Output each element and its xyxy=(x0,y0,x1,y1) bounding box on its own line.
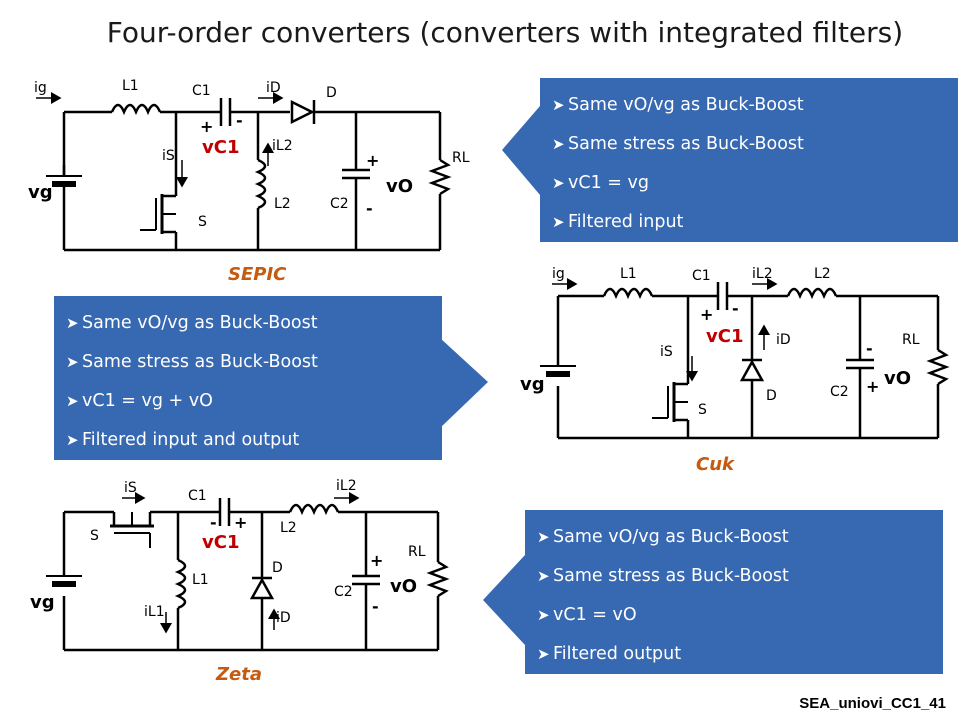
cuk-vo-label: vO xyxy=(884,368,911,389)
sepic-bullet-2: ➤Same stress as Buck-Boost xyxy=(552,125,948,164)
zeta-c2-label: C2 xyxy=(334,584,353,600)
cuk-bullet-3: ➤vC1 = vg + vO xyxy=(66,382,432,421)
bullet-arrow-icon: ➤ xyxy=(66,431,79,449)
cuk-l2-label: L2 xyxy=(814,266,831,282)
zeta-minus: - xyxy=(210,513,217,532)
zeta-plus: + xyxy=(234,513,247,532)
bullet-arrow-icon: ➤ xyxy=(537,645,550,663)
cuk-vg-label: vg xyxy=(520,374,545,395)
zeta-rl-label: RL xyxy=(408,544,426,560)
cuk-name: Cuk xyxy=(696,454,735,475)
bullet-arrow-icon: ➤ xyxy=(66,353,79,371)
sepic-d-label: D xyxy=(326,85,337,101)
bullet-arrow-icon: ➤ xyxy=(66,392,79,410)
zeta-il2-label: iL2 xyxy=(336,478,357,494)
sepic-info-box: ➤Same vO/vg as Buck-Boost ➤Same stress a… xyxy=(540,78,958,242)
cuk-s-label: S xyxy=(698,402,707,418)
zeta-bullet-2: ➤Same stress as Buck-Boost xyxy=(537,557,933,596)
zeta-c2-minus: - xyxy=(372,597,379,616)
sepic-is-label: iS xyxy=(162,148,175,164)
sepic-l2-label: L2 xyxy=(274,196,291,212)
cuk-c1-label: C1 xyxy=(692,268,711,284)
cuk-c2-minus: - xyxy=(866,339,873,358)
sepic-c2-minus: - xyxy=(366,199,373,218)
sepic-current-arrows xyxy=(36,92,284,188)
sepic-vc1-label: vC1 xyxy=(202,137,239,158)
sepic-bullet-1: ➤Same vO/vg as Buck-Boost xyxy=(552,86,948,125)
sepic-il2-label: iL2 xyxy=(272,138,293,154)
sepic-c1-label: C1 xyxy=(192,83,211,99)
zeta-is-label: iS xyxy=(124,480,137,496)
cuk-info-box: ➤Same vO/vg as Buck-Boost ➤Same stress a… xyxy=(54,296,442,460)
bullet-arrow-icon: ➤ xyxy=(552,174,565,192)
sepic-labels: ig L1 C1 iD D iS vC1 + - iL2 L2 S + - C2… xyxy=(28,78,470,285)
cuk-bullet-2: ➤Same stress as Buck-Boost xyxy=(66,343,432,382)
sepic-ig-label: ig xyxy=(34,80,47,96)
cuk-l1-label: L1 xyxy=(620,266,637,282)
cuk-plus: + xyxy=(700,305,713,324)
zeta-arrow xyxy=(483,555,525,645)
bullet-arrow-icon: ➤ xyxy=(552,96,565,114)
sepic-plus: + xyxy=(200,117,213,136)
zeta-bullet-1: ➤Same vO/vg as Buck-Boost xyxy=(537,518,933,557)
sepic-bullet-4: ➤Filtered input xyxy=(552,203,948,242)
footer-label: SEA_uniovi_CC1_41 xyxy=(799,695,946,712)
sepic-s-label: S xyxy=(198,214,207,230)
zeta-bullet-3: ➤vC1 = vO xyxy=(537,596,933,635)
cuk-bullet-4: ➤Filtered input and output xyxy=(66,421,432,460)
zeta-l1-label: L1 xyxy=(192,572,209,588)
cuk-circuit xyxy=(540,282,950,440)
zeta-vg-label: vg xyxy=(30,592,55,613)
zeta-name: Zeta xyxy=(215,664,262,685)
zeta-c1-label: C1 xyxy=(188,488,207,504)
sepic-rl-label: RL xyxy=(452,150,470,166)
zeta-vo-label: vO xyxy=(390,576,417,597)
sepic-name: SEPIC xyxy=(228,264,287,285)
zeta-bullet-4: ➤Filtered output xyxy=(537,635,933,674)
sepic-c2-plus: + xyxy=(366,151,379,170)
cuk-il2-label: iL2 xyxy=(752,266,773,282)
cuk-vc1-label: vC1 xyxy=(706,326,743,347)
cuk-bullet-1: ➤Same vO/vg as Buck-Boost xyxy=(66,304,432,343)
zeta-s-label: S xyxy=(90,528,99,544)
bullet-arrow-icon: ➤ xyxy=(537,528,550,546)
zeta-c2-plus: + xyxy=(370,551,383,570)
bullet-arrow-icon: ➤ xyxy=(66,314,79,332)
sepic-c2-label: C2 xyxy=(330,196,349,212)
sepic-minus: - xyxy=(236,111,243,130)
zeta-current-arrows xyxy=(122,492,360,634)
sepic-vg-label: vg xyxy=(28,182,53,203)
page-title: Four-order converters (converters with i… xyxy=(106,16,904,49)
cuk-minus: - xyxy=(732,299,739,318)
cuk-arrow xyxy=(440,338,488,428)
bullet-arrow-icon: ➤ xyxy=(552,213,565,231)
cuk-rl-label: RL xyxy=(902,332,920,348)
cuk-is-label: iS xyxy=(660,344,673,360)
cuk-c2-plus: + xyxy=(866,377,879,396)
bullet-arrow-icon: ➤ xyxy=(537,606,550,624)
zeta-d-label: D xyxy=(272,560,283,576)
sepic-circuit xyxy=(46,98,452,252)
sepic-vo-label: vO xyxy=(386,176,413,197)
zeta-labels: iS C1 iL2 S - + vC1 L2 D L1 iL1 iD + - C… xyxy=(30,478,426,685)
zeta-il1-label: iL1 xyxy=(144,604,165,620)
cuk-d-label: D xyxy=(766,388,777,404)
zeta-vc1-label: vC1 xyxy=(202,532,239,553)
zeta-info-box: ➤Same vO/vg as Buck-Boost ➤Same stress a… xyxy=(525,510,943,674)
bullet-arrow-icon: ➤ xyxy=(537,567,550,585)
zeta-l2-label: L2 xyxy=(280,520,297,536)
cuk-current-arrows xyxy=(552,278,778,382)
cuk-labels: ig L1 C1 iL2 L2 + - vC1 iS iD D S - + C2… xyxy=(520,266,920,475)
cuk-id-label: iD xyxy=(776,332,791,348)
bullet-arrow-icon: ➤ xyxy=(552,135,565,153)
sepic-id-label: iD xyxy=(266,80,281,96)
zeta-circuit xyxy=(46,498,450,652)
zeta-id-label: iD xyxy=(276,610,291,626)
cuk-c2-label: C2 xyxy=(830,384,849,400)
sepic-arrow xyxy=(502,106,540,195)
sepic-bullet-3: ➤vC1 = vg xyxy=(552,164,948,203)
sepic-l1-label: L1 xyxy=(122,78,139,94)
cuk-ig-label: ig xyxy=(552,266,565,282)
